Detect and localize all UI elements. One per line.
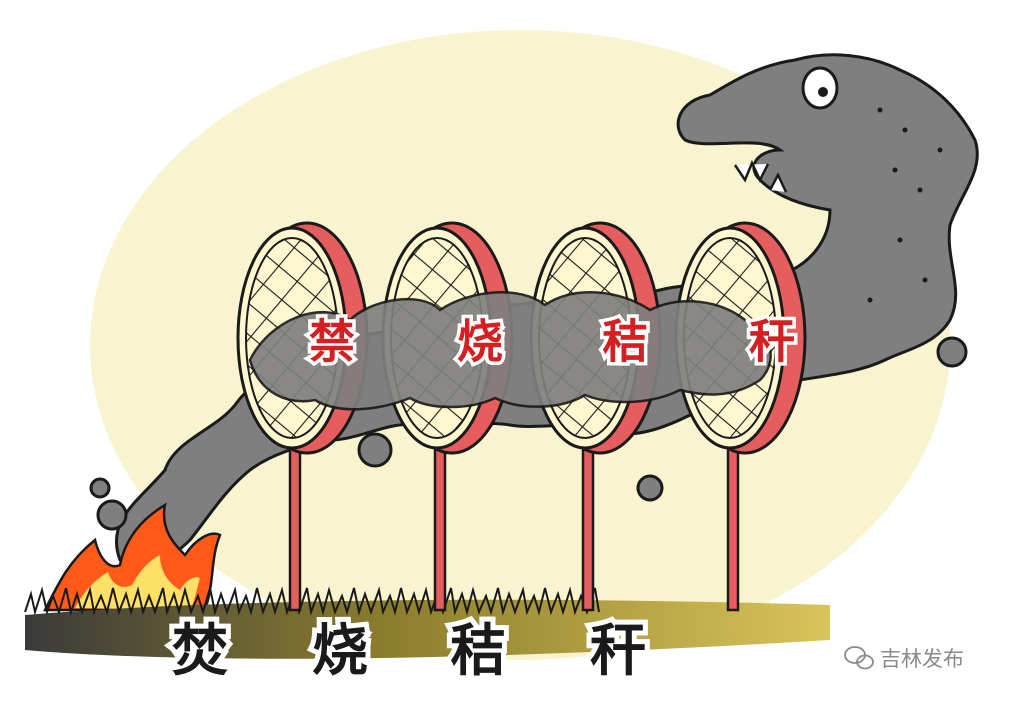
fire	[42, 502, 222, 612]
ground-label-3: 秸	[450, 619, 506, 684]
smoke-dragon-face	[733, 66, 943, 303]
dragon-teeth	[733, 159, 788, 193]
sign-label-1: 禁	[309, 315, 355, 369]
ground-label-1: 焚	[172, 619, 228, 684]
ground-label-2: 烧	[312, 619, 368, 684]
grass	[24, 586, 830, 659]
watermark-text: 吉林发布	[880, 647, 964, 671]
sign-label-4: 秆	[749, 315, 795, 369]
sign-label-3: 秸	[602, 315, 648, 369]
wechat-icon	[844, 646, 874, 670]
smoke-through-signs	[248, 291, 772, 411]
sign-label-2: 烧	[457, 315, 503, 369]
watermark: 吉林发布	[844, 646, 964, 671]
ground-label-4: 秆	[590, 619, 646, 684]
